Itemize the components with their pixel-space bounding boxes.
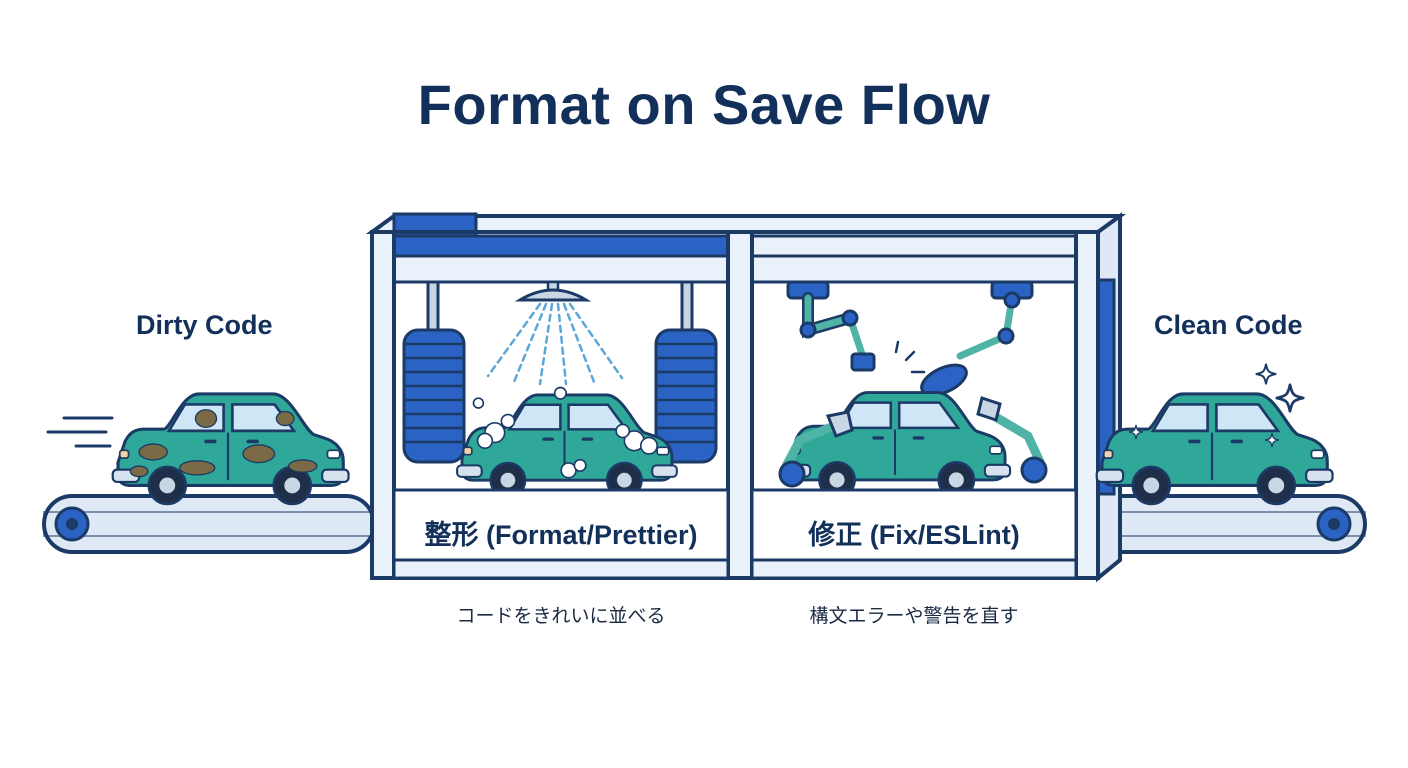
wash-tunnel	[365, 212, 1127, 583]
water-spray	[486, 302, 624, 386]
stage-box-format	[392, 488, 730, 562]
dirty-car	[111, 392, 351, 506]
stage-label-fix: 修正 (Fix/ESLint)	[808, 520, 1020, 550]
start-label: Dirty Code	[136, 310, 273, 340]
stage-caption-fix: 構文エラーや警告を直す	[809, 605, 1019, 627]
page-title: Format on Save Flow	[417, 73, 991, 136]
brush-roller-icon	[402, 328, 466, 464]
wrench-icon	[778, 396, 1048, 488]
clean-car	[1095, 392, 1335, 506]
washing-car	[455, 386, 679, 499]
shower-head-icon	[514, 280, 592, 302]
end-label: Clean Code	[1154, 310, 1303, 340]
conveyor-belt-right	[1083, 494, 1367, 554]
repairing-car	[783, 391, 1012, 500]
spark-icon	[894, 340, 926, 374]
robot-arm-icon	[786, 280, 1034, 397]
conveyor-belt-left	[42, 494, 376, 554]
stage-box-fix	[750, 488, 1078, 562]
stage-caption-format: コードをきれいに並べる	[456, 605, 666, 627]
speed-lines-icon	[46, 416, 114, 448]
stage-label-format: 整形 (Format/Prettier)	[424, 520, 698, 550]
